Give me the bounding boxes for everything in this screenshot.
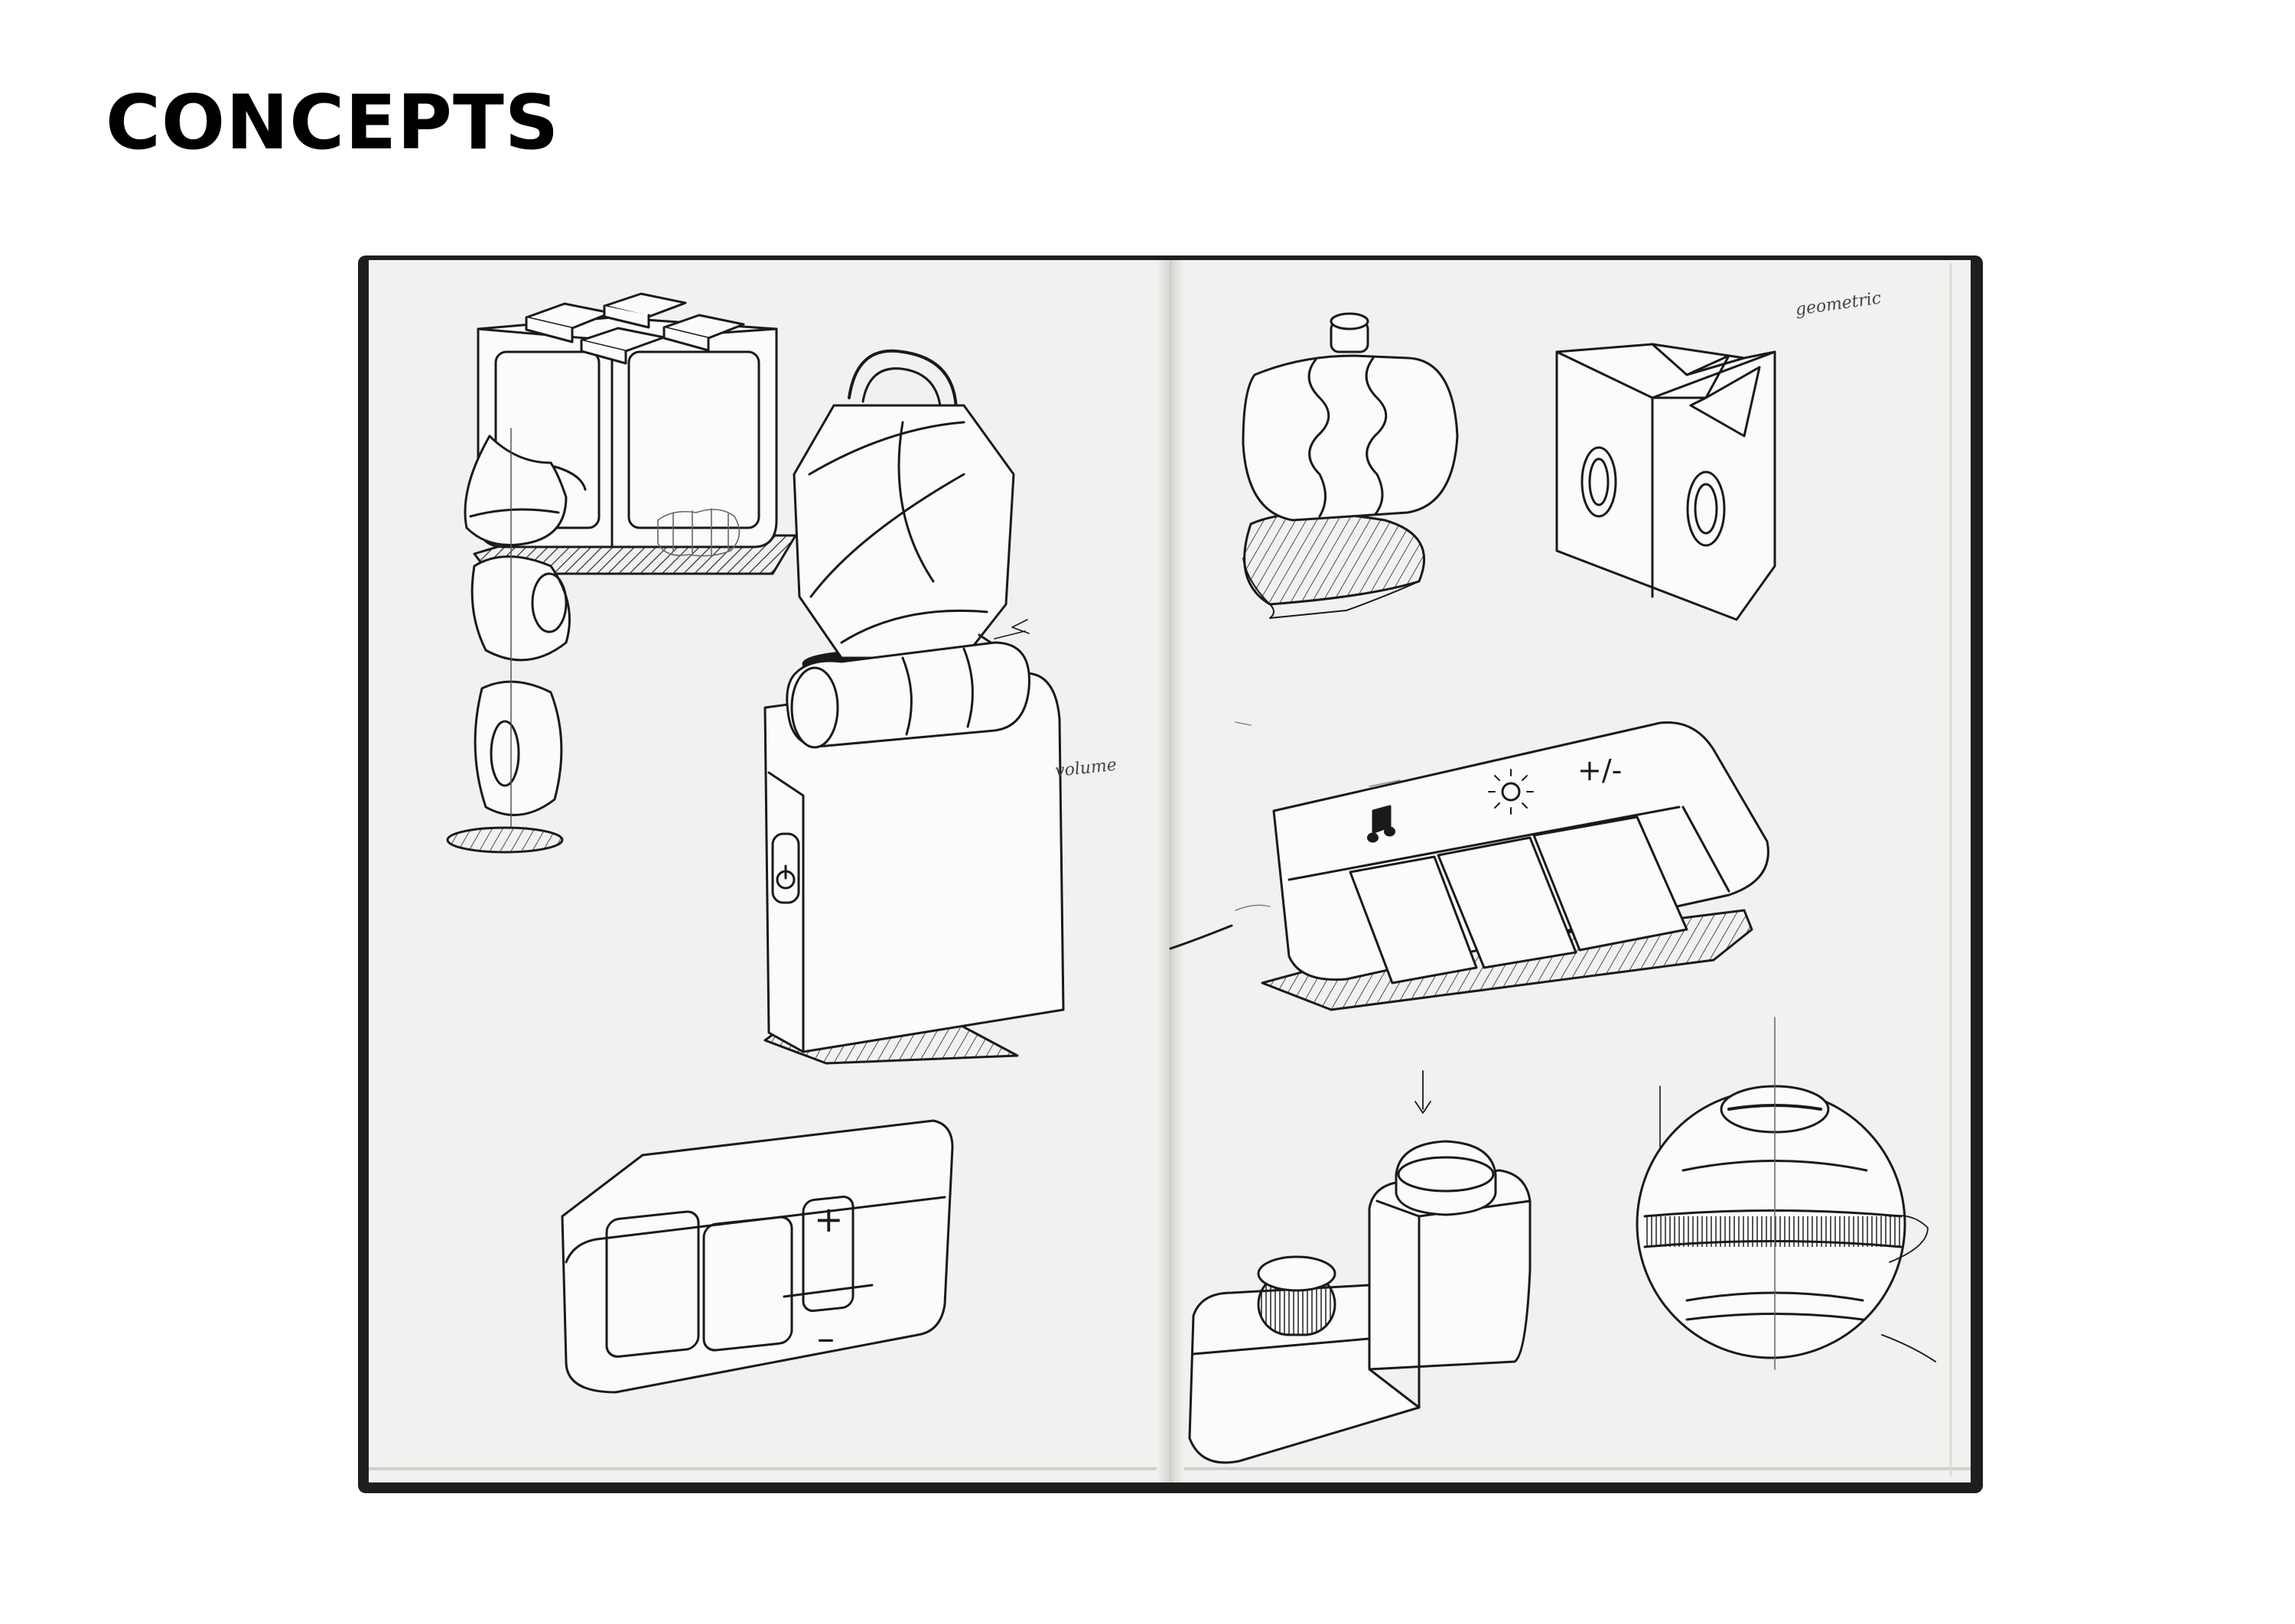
sketch-knob-speaker (1188, 1070, 1532, 1464)
sketch-wavy-speaker (1242, 312, 1459, 619)
sketch-roll-speaker: volume (763, 619, 1118, 1065)
book-gutter (1157, 260, 1184, 1482)
sun-icon (1488, 769, 1534, 815)
sketchbook-photo: volume + – (352, 245, 1989, 1499)
sketch-small-scribble (657, 508, 741, 557)
annotation-plus: + (814, 1199, 844, 1240)
annotation-minus: – (817, 1317, 835, 1359)
sketch-sphere-speaker (1636, 1017, 1936, 1370)
annotation-plus-minus: +/- (1577, 753, 1622, 787)
music-note-icon (1367, 805, 1395, 843)
sketch-control-speaker: +/- (1169, 721, 1769, 1011)
sketch-bar-speaker: + – (561, 1119, 954, 1394)
sketch-stray-marks (1235, 721, 1271, 911)
sketch-stacked-speaker (446, 428, 587, 854)
page-title: CONCEPTS (106, 80, 560, 167)
sketch-geometric-speaker: geometric (1555, 288, 1883, 621)
